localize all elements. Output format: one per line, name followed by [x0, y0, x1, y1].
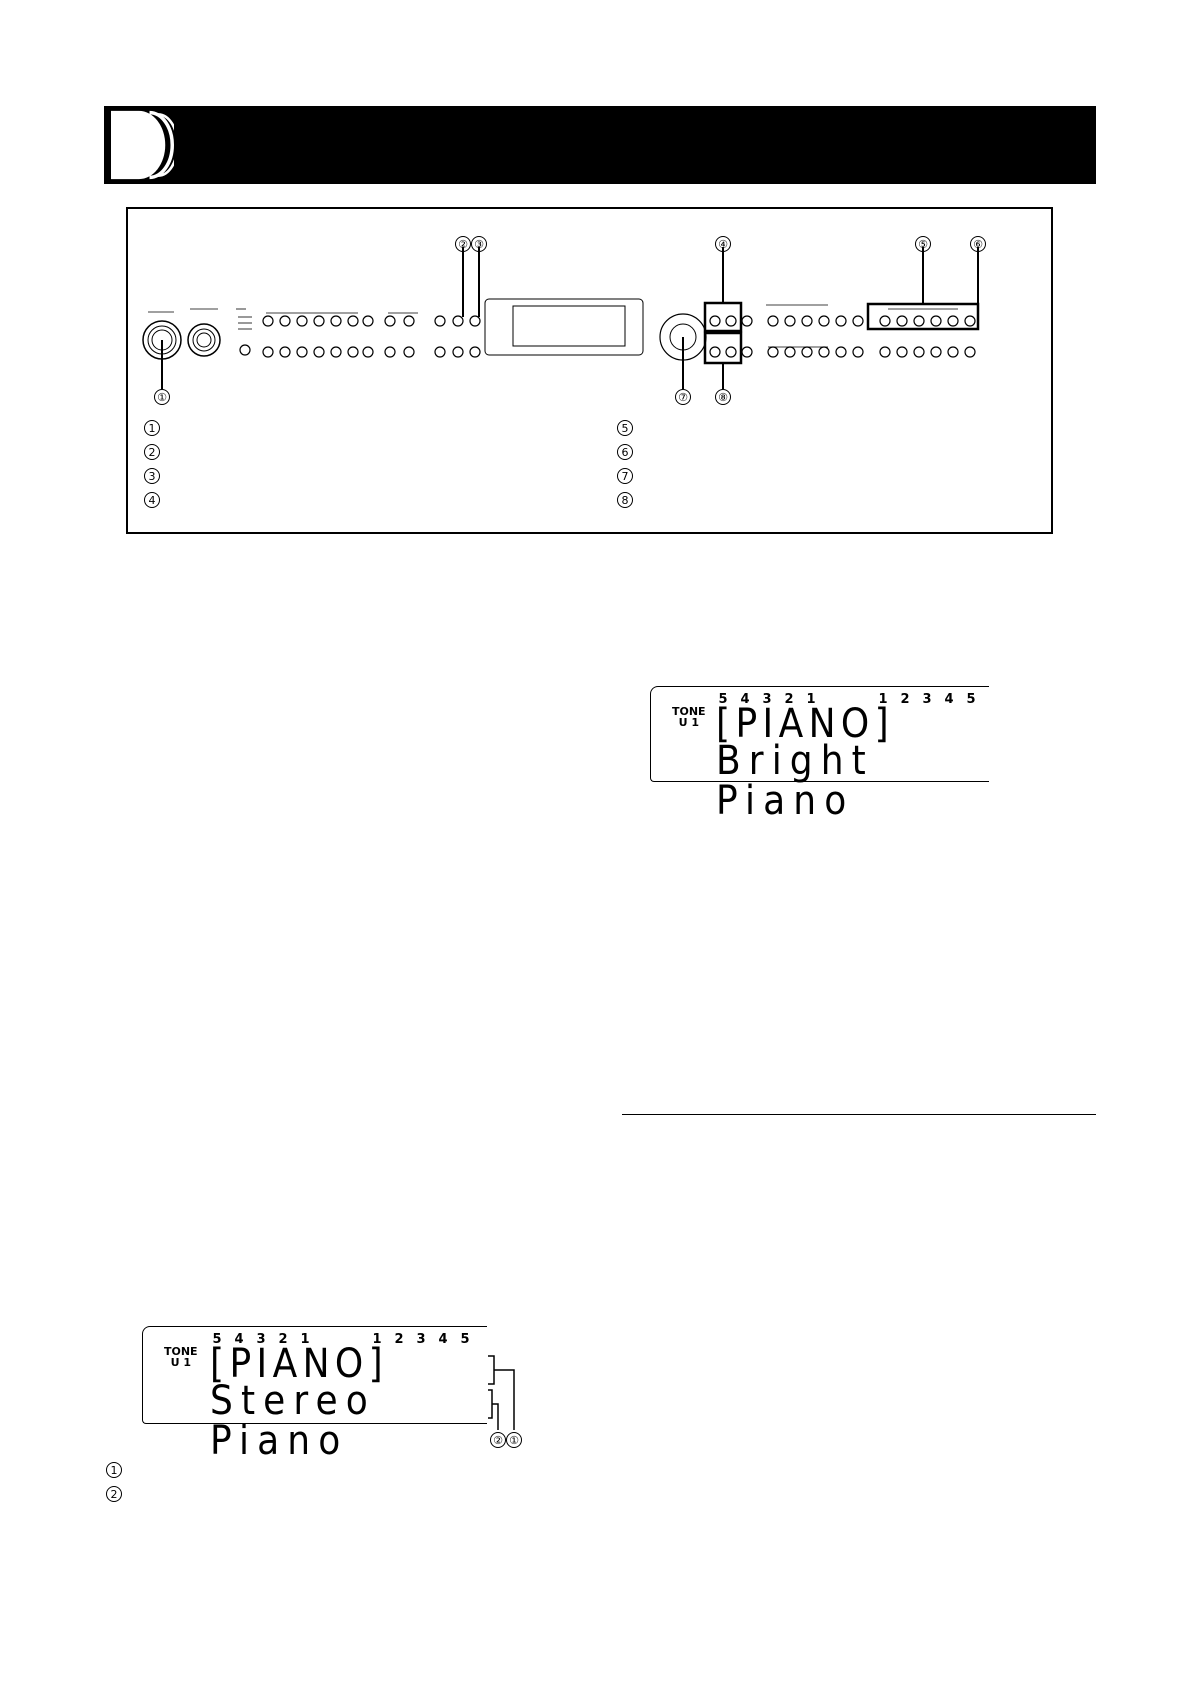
callout-3: ③ — [471, 236, 487, 252]
scale-digit: 1 — [372, 1332, 382, 1347]
scale-digit: 5 — [966, 692, 976, 707]
scale-digit: 2 — [278, 1332, 288, 1347]
legend-item-3: 3 — [144, 468, 160, 484]
scale-digit: 4 — [740, 692, 750, 707]
legend-number: 3 — [144, 468, 160, 484]
scale-digit: 1 — [806, 692, 816, 707]
scale-digit: 5 — [718, 692, 728, 707]
lcd-callout-1: ① — [506, 1432, 522, 1448]
callout-4: ④ — [715, 236, 731, 252]
lcd-frame — [142, 1326, 487, 1424]
scale-digit: 5 — [212, 1332, 222, 1347]
legend-number: 4 — [144, 492, 160, 508]
lcd-tone-number: U 1 — [678, 716, 699, 729]
scale-digit: 5 — [460, 1332, 470, 1347]
scale-digit: 2 — [784, 692, 794, 707]
lcd-callout-brackets — [488, 1355, 515, 1430]
section-tab-icon — [104, 110, 174, 180]
legend-item-7: 7 — [617, 468, 633, 484]
scale-digit: 1 — [300, 1332, 310, 1347]
lcd-tone-name: Bright Piano — [716, 738, 874, 824]
scale-digit: 2 — [394, 1332, 404, 1347]
scale-digit: 2 — [900, 692, 910, 707]
legend-item-5: 5 — [617, 420, 633, 436]
lcd-mode-indicator: TONE U 1 — [164, 1346, 198, 1368]
legend-item-2: 2 — [144, 444, 160, 460]
lcd-tone-number: U 1 — [170, 1356, 191, 1369]
accompaniment-volume-knob — [187, 323, 221, 357]
callout-2: ② — [455, 236, 471, 252]
scale-digit: 4 — [438, 1332, 448, 1347]
legend-number: 5 — [617, 420, 633, 436]
scale-digit: 4 — [944, 692, 954, 707]
legend-number: 8 — [617, 492, 633, 508]
lcd-frame — [650, 686, 989, 782]
lcd-category: [PIANO] — [716, 701, 895, 747]
control-panel-illustration — [142, 247, 980, 389]
lcd-mode-label: TONE — [164, 1345, 198, 1358]
legend-item-1: 1 — [144, 420, 160, 436]
scale-digit: 3 — [922, 692, 932, 707]
section-header-bar — [104, 106, 1096, 184]
legend-number: 7 — [617, 468, 633, 484]
lcd-callout-2: ② — [490, 1432, 506, 1448]
legend-number: 1 — [106, 1462, 122, 1478]
scale-digit: 3 — [256, 1332, 266, 1347]
legend-item-4: 4 — [144, 492, 160, 508]
legend-number: 2 — [144, 444, 160, 460]
scale-digit: 3 — [762, 692, 772, 707]
lcd-mode-label: TONE — [672, 705, 706, 718]
callout-8: ⑧ — [715, 389, 731, 405]
scale-digit: 4 — [234, 1332, 244, 1347]
legend-number: 1 — [144, 420, 160, 436]
rhythm-buttons — [262, 315, 481, 358]
lcd-tone-name: Stereo Piano — [210, 1378, 376, 1464]
scale-digit: 3 — [416, 1332, 426, 1347]
control-panel-figure: ② ③ ④ ⑤ ⑥ ① ⑦ ⑧ 1 2 3 4 5 6 7 8 — [126, 207, 1053, 534]
callout-7: ⑦ — [675, 389, 691, 405]
legend-item-8: 8 — [617, 492, 633, 508]
legend-item-6: 6 — [617, 444, 633, 460]
legend-number: 2 — [106, 1486, 122, 1502]
callout-1: ① — [154, 389, 170, 405]
lcd-category: [PIANO] — [210, 1341, 389, 1387]
legend-number: 6 — [617, 444, 633, 460]
lcd-legend-item-2: 2 — [106, 1486, 122, 1502]
section-divider — [622, 1114, 1096, 1115]
lcd-legend-item-1: 1 — [106, 1462, 122, 1478]
scale-digit: 1 — [878, 692, 888, 707]
callout-5: ⑤ — [915, 236, 931, 252]
lcd-mode-indicator: TONE U 1 — [672, 706, 706, 728]
callout-6: ⑥ — [970, 236, 986, 252]
